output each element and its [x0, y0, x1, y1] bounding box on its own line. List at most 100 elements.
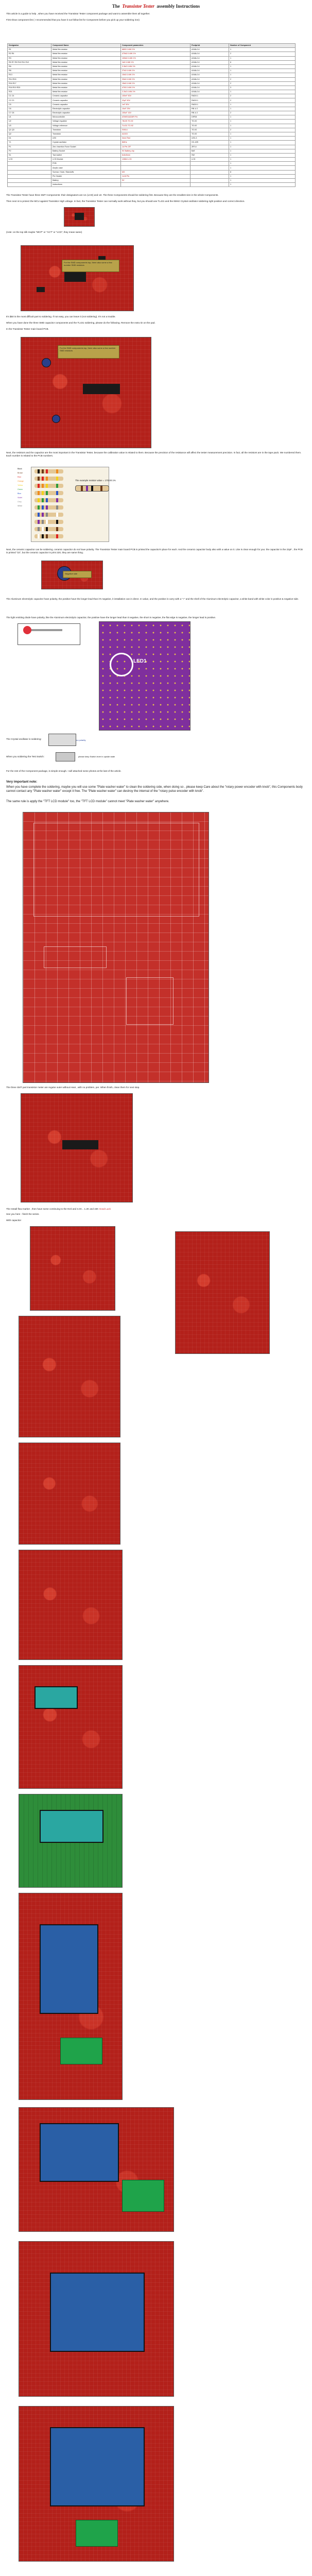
table-cell: 8: [229, 170, 296, 175]
components-paragraph-2: Then next is to protect the MCU against …: [6, 200, 245, 202]
table-cell: 9V Battery clip: [120, 148, 190, 154]
assembly-photo-10: [19, 2107, 174, 2232]
table-cell: [7, 174, 51, 179]
band-chart-stripe: [46, 491, 48, 495]
tft-lcd: [50, 2427, 145, 2506]
resistor-band: [81, 486, 83, 491]
table-cell: R14 R15: [7, 77, 51, 82]
table-cell: 9V: [120, 178, 190, 183]
table-cell: Metal film resistor: [51, 77, 121, 82]
led-footprint-label: LED1: [133, 658, 147, 664]
table-header-row: Designator Component Name Component para…: [7, 43, 296, 48]
table-cell: Zero Insertion Force Socket: [51, 144, 121, 149]
table-cell: 2: [229, 94, 296, 99]
band-chart-stripe: [42, 505, 44, 510]
table-cell: Y1: [7, 140, 51, 145]
pcb-capacitor: [52, 415, 60, 423]
component-table: Designator Component Name Component para…: [7, 43, 296, 188]
table-cell: 3.3kΩ 1/4W 1%: [120, 64, 190, 70]
table-cell: 8MHz: [120, 140, 190, 145]
resistor-band: [91, 486, 93, 491]
band-chart-row: [34, 484, 63, 488]
table-cell: HC-49S: [190, 140, 229, 145]
table-cell: Q1 Q3: [7, 127, 51, 132]
table-cell: 1: [229, 131, 296, 137]
table-cell: [120, 161, 190, 166]
table-cell: 1: [229, 148, 296, 154]
title-highlight: Transistor Tester: [122, 4, 154, 9]
band-chart-stripe: [42, 491, 44, 495]
band-chart-stripe: [46, 520, 48, 524]
table-cell: R2 R4: [7, 52, 51, 57]
band-chart-row: [34, 513, 63, 517]
table-cell: 1: [229, 115, 296, 120]
final-text: The Install flow marker , then have some…: [6, 1208, 84, 1210]
table-cell: ATMEGA328P-PU: [120, 115, 190, 120]
layout-zif-outline: [126, 977, 174, 1025]
table-cell: 1kΩ 1/4W 1%: [120, 60, 190, 65]
table-cell: TO-92: [190, 123, 229, 128]
table-cell: R13: [7, 73, 51, 78]
band-chart-stripe: [46, 498, 48, 502]
important-paragraph-1: When you have complete the soldering, ma…: [6, 786, 303, 793]
table-cell: D1: [7, 136, 51, 141]
pcb-layout-diagram: [23, 812, 209, 1083]
band-chart-stripe: [46, 527, 48, 531]
color-legend-item: Green: [18, 488, 23, 490]
assembly-photo-1: [21, 1093, 133, 1202]
band-chart-stripe: [56, 498, 58, 502]
table-cell: AXIAL0.4: [190, 77, 229, 82]
table-cell: U1: [7, 115, 51, 120]
pcb-mcu: [83, 384, 120, 394]
table-cell: C2 C3: [7, 98, 51, 103]
led-photo: [18, 623, 80, 645]
table-cell: 14 Pin ZIF: [120, 144, 190, 149]
table-cell: Microcontroller: [51, 115, 121, 120]
table-cell: 15kΩ 1/4W 1%: [120, 81, 190, 86]
table-cell: R3: [7, 56, 51, 61]
table-cell: R5 R7 R9 R10 R11 R12: [7, 60, 51, 65]
table-cell: RB.1/.2: [190, 110, 229, 116]
important-heading: Very important note:: [6, 780, 38, 784]
table-cell: 1: [229, 119, 296, 124]
band-chart-row: [34, 534, 63, 538]
table-cell: TO-92: [190, 131, 229, 137]
table-cell: 1: [229, 161, 296, 166]
table-cell: AXIAL0.4: [190, 52, 229, 57]
zif-socket: [76, 2520, 118, 2547]
final-paragraph-1: The Install flow marker , then have some…: [6, 1208, 305, 1211]
band-chart-stripe: [42, 469, 44, 473]
band-chart-stripe: [46, 534, 48, 538]
band-chart-stripe: [42, 513, 44, 517]
band-chart-stripe: [56, 527, 58, 531]
table-cell: Metal film resistor: [51, 64, 121, 70]
table-cell: 1x16 Pin: [120, 174, 190, 179]
table-cell: 100nF 50V: [120, 94, 190, 99]
table-cell: 12864 LCD: [120, 157, 190, 162]
band-chart-row: [34, 505, 63, 510]
table-cell: [190, 165, 229, 171]
table-cell: C5: [7, 102, 51, 107]
table-cell: 1: [229, 64, 296, 70]
table-cell: LCD: [7, 157, 51, 162]
table-cell: AXIAL0.4: [190, 90, 229, 95]
table-cell: RAD0.1: [190, 94, 229, 99]
final-good-luck: Good Luck: [99, 1208, 111, 1210]
table-cell: M3: [120, 170, 190, 175]
assembly-mcu: [62, 1140, 98, 1149]
table-cell: Electrolytic capacitor: [51, 106, 121, 112]
color-legend-item: White: [18, 505, 23, 507]
band-chart-stripe: [56, 534, 58, 538]
band-chart-stripe: [56, 520, 58, 524]
assembly-photo-5: [19, 1443, 120, 1545]
